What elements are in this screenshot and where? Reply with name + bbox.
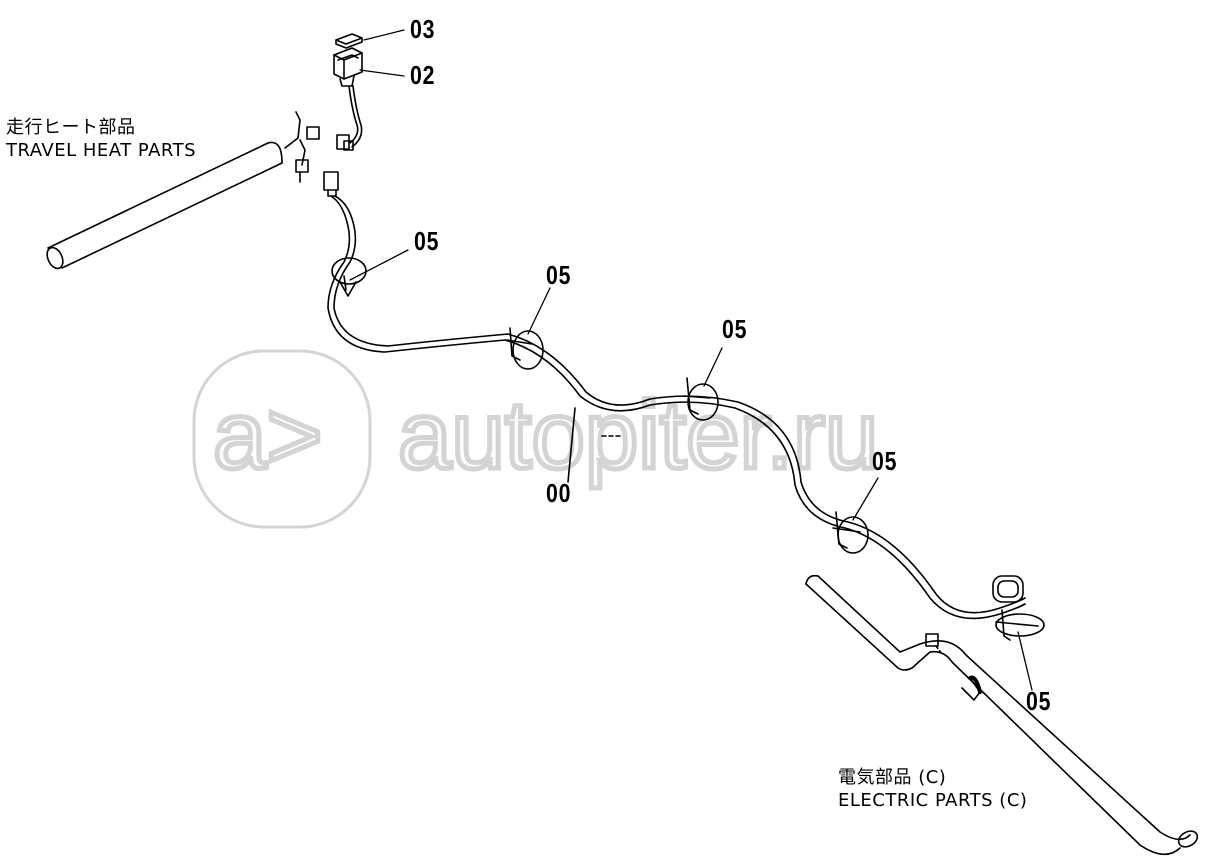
callout-05: 05 — [414, 226, 440, 256]
leader-lines — [349, 29, 1033, 691]
electric-parts-label: 電気部品 (C) ELECTRIC PARTS (C) — [838, 766, 1027, 812]
clamp-icon — [832, 511, 869, 554]
heat-connector-icon — [306, 126, 320, 140]
callout-00: 00 — [546, 478, 572, 508]
electric-parts-label-en: ELECTRIC PARTS (C) — [838, 790, 1028, 811]
part-02-switch — [333, 47, 363, 151]
watermark-logo-text: a> — [213, 382, 322, 489]
electric-parts-label-jp: 電気部品 (C) — [838, 767, 947, 788]
callout-05: 05 — [546, 260, 572, 290]
clamp-icon — [683, 377, 719, 421]
part-03-cap — [335, 33, 363, 49]
callout-03: 03 — [410, 14, 436, 44]
electric-hose — [805, 574, 1199, 856]
clamp-icon — [506, 327, 544, 370]
part-00-harness — [323, 171, 1026, 620]
watermark-logo-frame — [192, 349, 372, 529]
callout-05: 05 — [1026, 686, 1052, 716]
part-05-clamps — [331, 257, 1045, 641]
callout-05: 05 — [872, 446, 898, 476]
travel-heat-parts-label: 走行ヒート部品 TRAVEL HEAT PARTS — [6, 116, 196, 162]
travel-heat-parts-label-en: TRAVEL HEAT PARTS — [6, 140, 197, 161]
switch-connector-icon — [336, 134, 350, 150]
heat-connector-icon — [295, 159, 309, 173]
callout-02: 02 — [410, 60, 436, 90]
clamp-icon — [992, 575, 1045, 641]
travel-heat-hose — [46, 111, 320, 270]
electric-connector-icon — [925, 633, 939, 647]
travel-heat-parts-label-jp: 走行ヒート部品 — [6, 117, 136, 138]
callout-05: 05 — [722, 314, 748, 344]
